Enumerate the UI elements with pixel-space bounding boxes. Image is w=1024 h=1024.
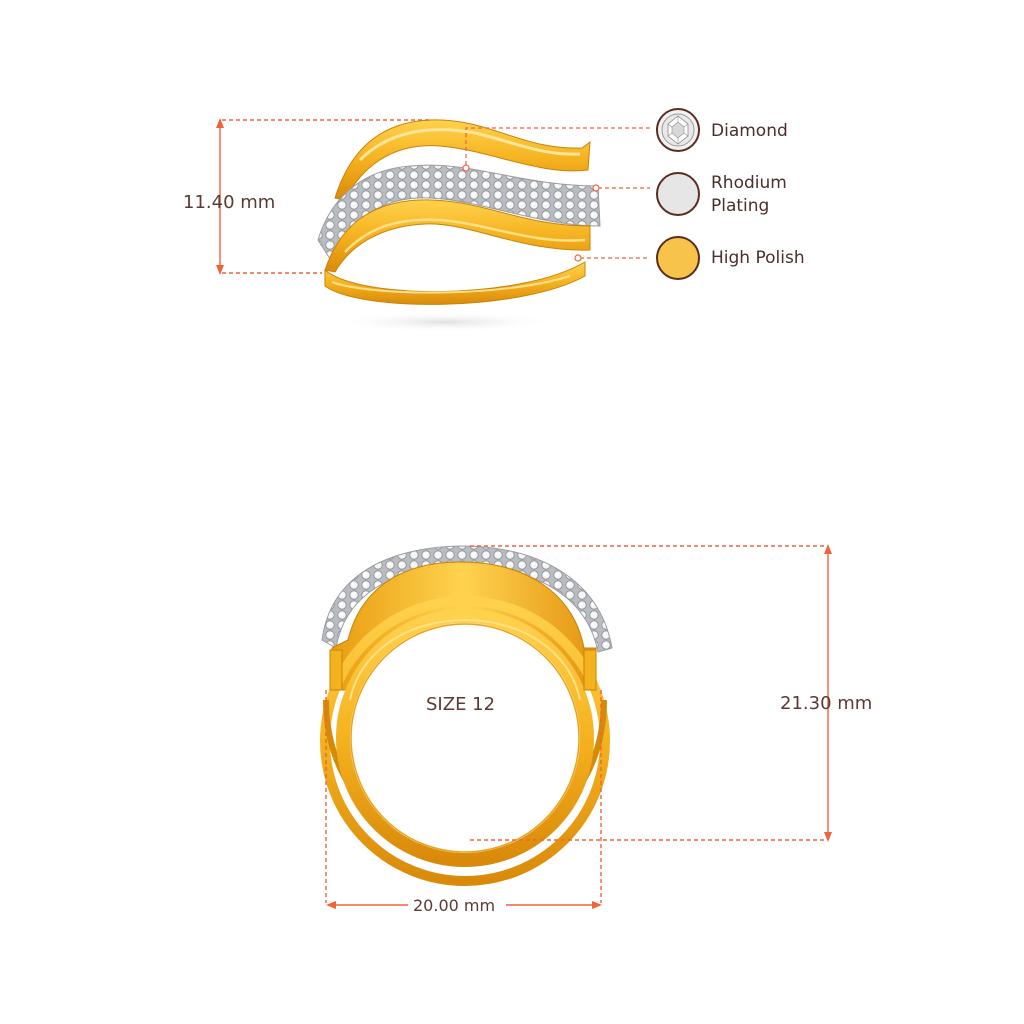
ring-size-label: SIZE 12	[426, 694, 496, 715]
dimension-label-height-top: 11.40 mm	[183, 192, 276, 213]
legend-label-rhodium: Rhodium Plating	[711, 173, 787, 216]
dimension-height-top	[216, 118, 430, 275]
legend-leaders	[465, 127, 650, 259]
polish-swatch	[656, 236, 700, 280]
dimension-height-front	[470, 544, 832, 842]
ring-front-view	[320, 545, 613, 886]
dimension-label-width-front: 20.00 mm	[413, 896, 496, 915]
dimension-label-height-front: 21.30 mm	[780, 693, 873, 714]
diamond-icon	[656, 108, 700, 152]
legend-label-diamond: Diamond	[711, 121, 788, 141]
legend-label-high-polish: High Polish	[711, 248, 805, 268]
rhodium-swatch	[656, 172, 700, 216]
dimension-width-front	[325, 690, 602, 909]
ring-top-view	[317, 119, 601, 332]
